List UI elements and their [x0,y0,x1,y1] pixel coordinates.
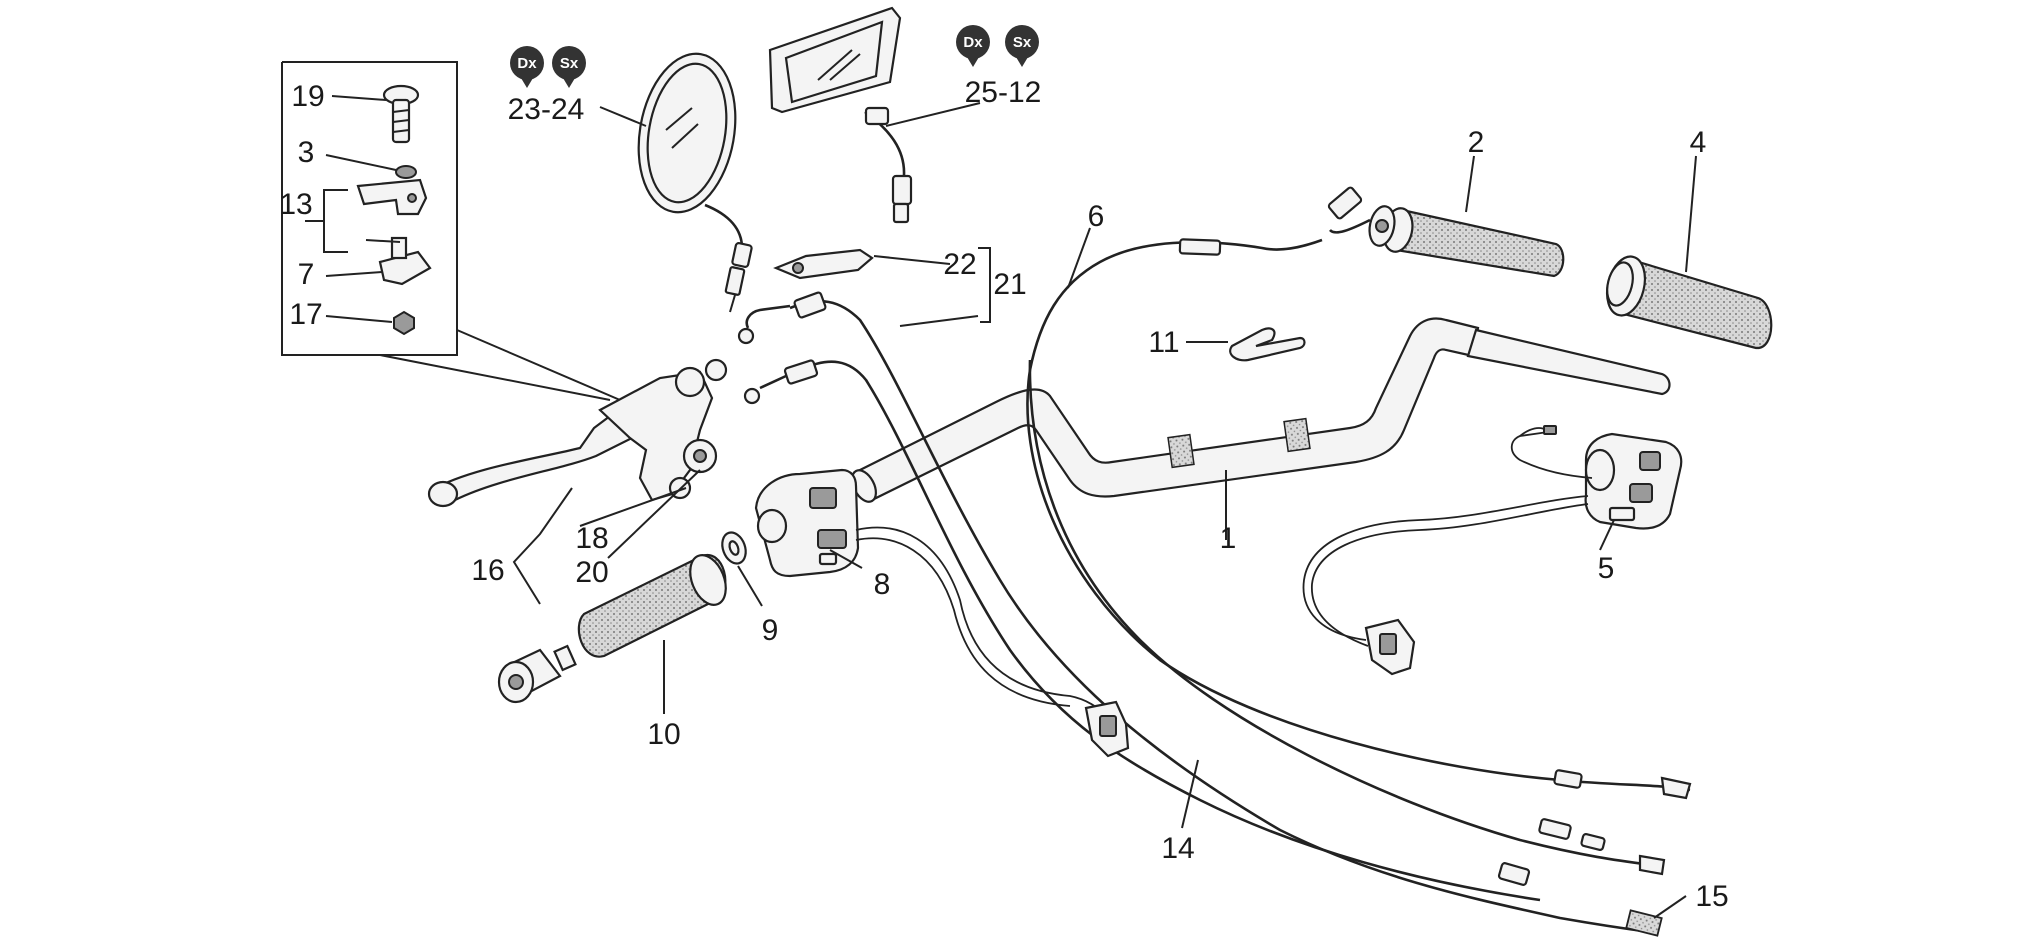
callout-22: 22 [943,248,976,281]
callout-13: 13 [279,188,312,221]
handlebar-1 [850,317,1671,503]
left-switch-harness [855,526,1111,719]
label-mirror-left: 23-24 [508,93,585,126]
clutch-cable-14 [789,300,1651,934]
grip-4 [1605,255,1773,350]
badge-sx-left: Sx [552,46,586,88]
left-mirror [637,52,753,313]
badge-dx-left: Dx [510,46,544,88]
throttle-grip-2 [1327,186,1565,278]
cable-clip-11 [1229,327,1306,362]
clutch-lever-assembly [427,358,728,508]
callout-10: 10 [647,718,680,751]
clamp-13 [356,178,428,216]
right-switch-5 [1584,432,1683,530]
callout-14: 14 [1161,832,1194,865]
callout-15: 15 [1695,880,1728,913]
svg-text:Dx: Dx [963,34,983,51]
washer-3 [395,165,417,179]
callout-4: 4 [1690,126,1707,159]
inset-box [281,61,621,401]
choke-cable [799,360,1541,902]
right-mirror [768,6,913,224]
washer-9 [721,531,747,565]
callout-2: 2 [1468,126,1485,159]
callout-7: 7 [298,258,315,291]
throttle-return-cable [1028,359,1661,868]
callout-1: 1 [1220,522,1237,555]
callout-9: 9 [762,614,779,647]
label-mirror-right: 25-12 [965,76,1042,109]
svg-text:Sx: Sx [560,55,579,72]
callout-6: 6 [1088,200,1105,233]
callout-19: 19 [291,80,324,113]
callout-8: 8 [874,568,891,601]
svg-text:Dx: Dx [517,55,537,72]
bar-end-weight [497,644,577,704]
bracket-22 [773,248,874,280]
callout-16: 16 [471,554,504,587]
callout-5: 5 [1598,552,1615,585]
badge-sx-right: Sx [1005,25,1039,67]
nut-17 [393,310,415,336]
callout-21: 21 [993,268,1026,301]
callout-18: 18 [575,522,608,555]
leader-lines [305,95,1697,919]
right-switch-harness [1302,495,1589,641]
badge-dx-right: Dx [956,25,990,67]
grip-10 [577,553,727,658]
left-switch-8 [754,468,860,578]
callout-20: 20 [575,556,608,589]
callout-3: 3 [298,136,315,169]
screw-19 [382,84,420,144]
svg-text:Sx: Sx [1013,34,1032,51]
spring-15 [1625,909,1663,937]
callout-17: 17 [289,298,322,331]
callout-11: 11 [1148,326,1179,359]
clamp-7 [378,236,432,286]
